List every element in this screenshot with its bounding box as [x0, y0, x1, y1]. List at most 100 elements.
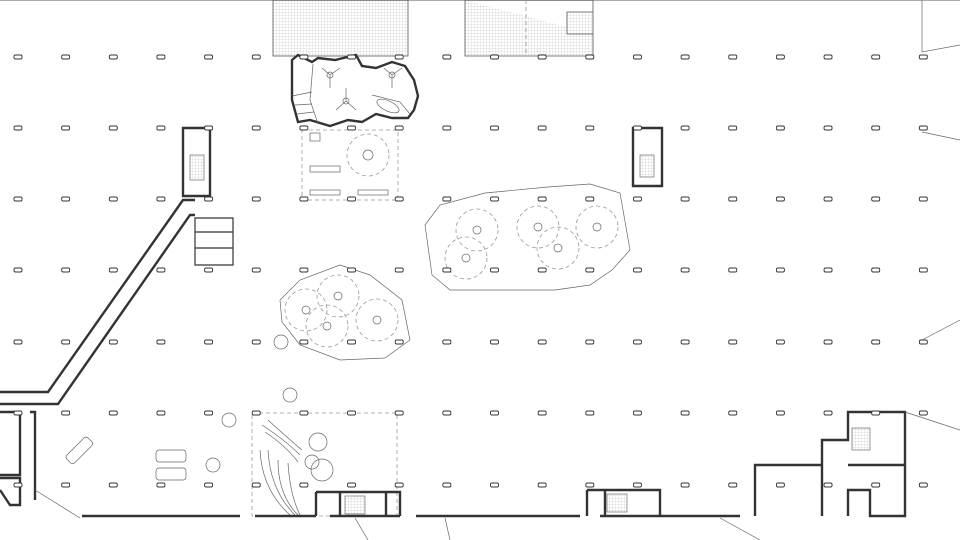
structural-column	[61, 125, 71, 131]
structural-column	[871, 339, 881, 345]
tree-cluster-left	[273, 264, 411, 361]
structural-column	[156, 482, 166, 488]
structural-column	[775, 482, 785, 488]
structural-column	[633, 54, 642, 60]
structural-column	[251, 54, 261, 60]
stair-core-left	[181, 126, 234, 266]
structural-column	[108, 339, 118, 345]
structural-column	[680, 54, 690, 60]
structural-column	[61, 410, 71, 416]
structural-column	[918, 339, 928, 345]
structural-column	[204, 482, 214, 488]
structural-column	[918, 125, 928, 131]
structural-column	[442, 125, 452, 131]
structural-column	[156, 196, 166, 202]
structural-column	[490, 125, 499, 131]
structural-column	[775, 339, 785, 345]
structural-column	[537, 339, 547, 345]
structural-column	[108, 125, 118, 131]
diagonal-ramp	[0, 198, 195, 406]
structural-column	[108, 482, 118, 488]
structural-column	[61, 339, 71, 345]
structural-column	[490, 339, 499, 345]
structural-column	[680, 196, 690, 202]
structural-column	[13, 339, 23, 345]
structural-column	[680, 125, 690, 131]
structural-column	[251, 125, 261, 131]
structural-column	[299, 339, 309, 345]
structural-column	[299, 410, 309, 416]
structural-column	[61, 54, 71, 60]
structural-column	[775, 125, 785, 131]
right-edge-building	[921, 0, 960, 341]
structural-column	[442, 267, 452, 273]
structural-column	[728, 410, 738, 416]
structural-column	[585, 125, 595, 131]
structural-column	[347, 339, 356, 345]
left-service-block	[0, 410, 81, 519]
structural-column	[442, 339, 452, 345]
structural-column	[775, 410, 785, 416]
structural-column	[871, 196, 881, 202]
structural-column	[394, 267, 404, 273]
vehicles	[65, 387, 298, 481]
structural-column	[251, 410, 261, 416]
structural-column	[871, 410, 881, 416]
structural-column	[918, 196, 928, 202]
structural-column	[299, 196, 309, 202]
structural-column	[442, 482, 452, 488]
structural-column	[108, 267, 118, 273]
structural-column	[156, 54, 166, 60]
structural-column	[251, 196, 261, 202]
structural-column	[347, 54, 356, 60]
structural-column	[61, 267, 71, 273]
structural-column	[204, 339, 214, 345]
structural-column	[13, 54, 23, 60]
structural-column	[204, 410, 214, 416]
structural-column	[823, 196, 833, 202]
structural-column	[680, 410, 690, 416]
structural-column	[537, 54, 547, 60]
car-icon	[155, 467, 187, 481]
structural-column	[537, 125, 547, 131]
bottom-wall	[82, 488, 761, 540]
structural-column	[728, 196, 738, 202]
structural-column	[251, 482, 261, 488]
structural-column	[13, 267, 23, 273]
organic-pavilion	[290, 53, 420, 128]
plant-icon	[304, 432, 334, 482]
structural-column	[108, 410, 118, 416]
structural-column	[347, 125, 356, 131]
structural-column	[394, 410, 404, 416]
structural-column	[299, 482, 309, 488]
structural-column	[775, 196, 785, 202]
structural-column	[13, 196, 23, 202]
structural-column	[347, 196, 356, 202]
structural-column	[13, 125, 23, 131]
structural-column	[585, 410, 595, 416]
structural-column	[823, 482, 833, 488]
fan-icon-2	[335, 88, 357, 111]
structural-column	[823, 125, 833, 131]
structural-column	[680, 482, 690, 488]
structural-column	[585, 482, 595, 488]
structural-column	[633, 196, 642, 202]
structural-column	[108, 196, 118, 202]
structural-column	[394, 196, 404, 202]
structural-column	[918, 482, 928, 488]
structural-column	[156, 339, 166, 345]
garden-zone	[251, 412, 398, 517]
fan-icon-1	[321, 67, 341, 88]
structural-column	[156, 125, 166, 131]
column-grid	[13, 54, 928, 488]
structural-column	[204, 196, 214, 202]
structural-column	[537, 482, 547, 488]
structural-column	[633, 339, 642, 345]
structural-column	[728, 482, 738, 488]
hatched-block-right	[464, 0, 594, 57]
structural-column	[680, 267, 690, 273]
structural-column	[394, 125, 404, 131]
structural-column	[442, 410, 452, 416]
structural-column	[728, 339, 738, 345]
